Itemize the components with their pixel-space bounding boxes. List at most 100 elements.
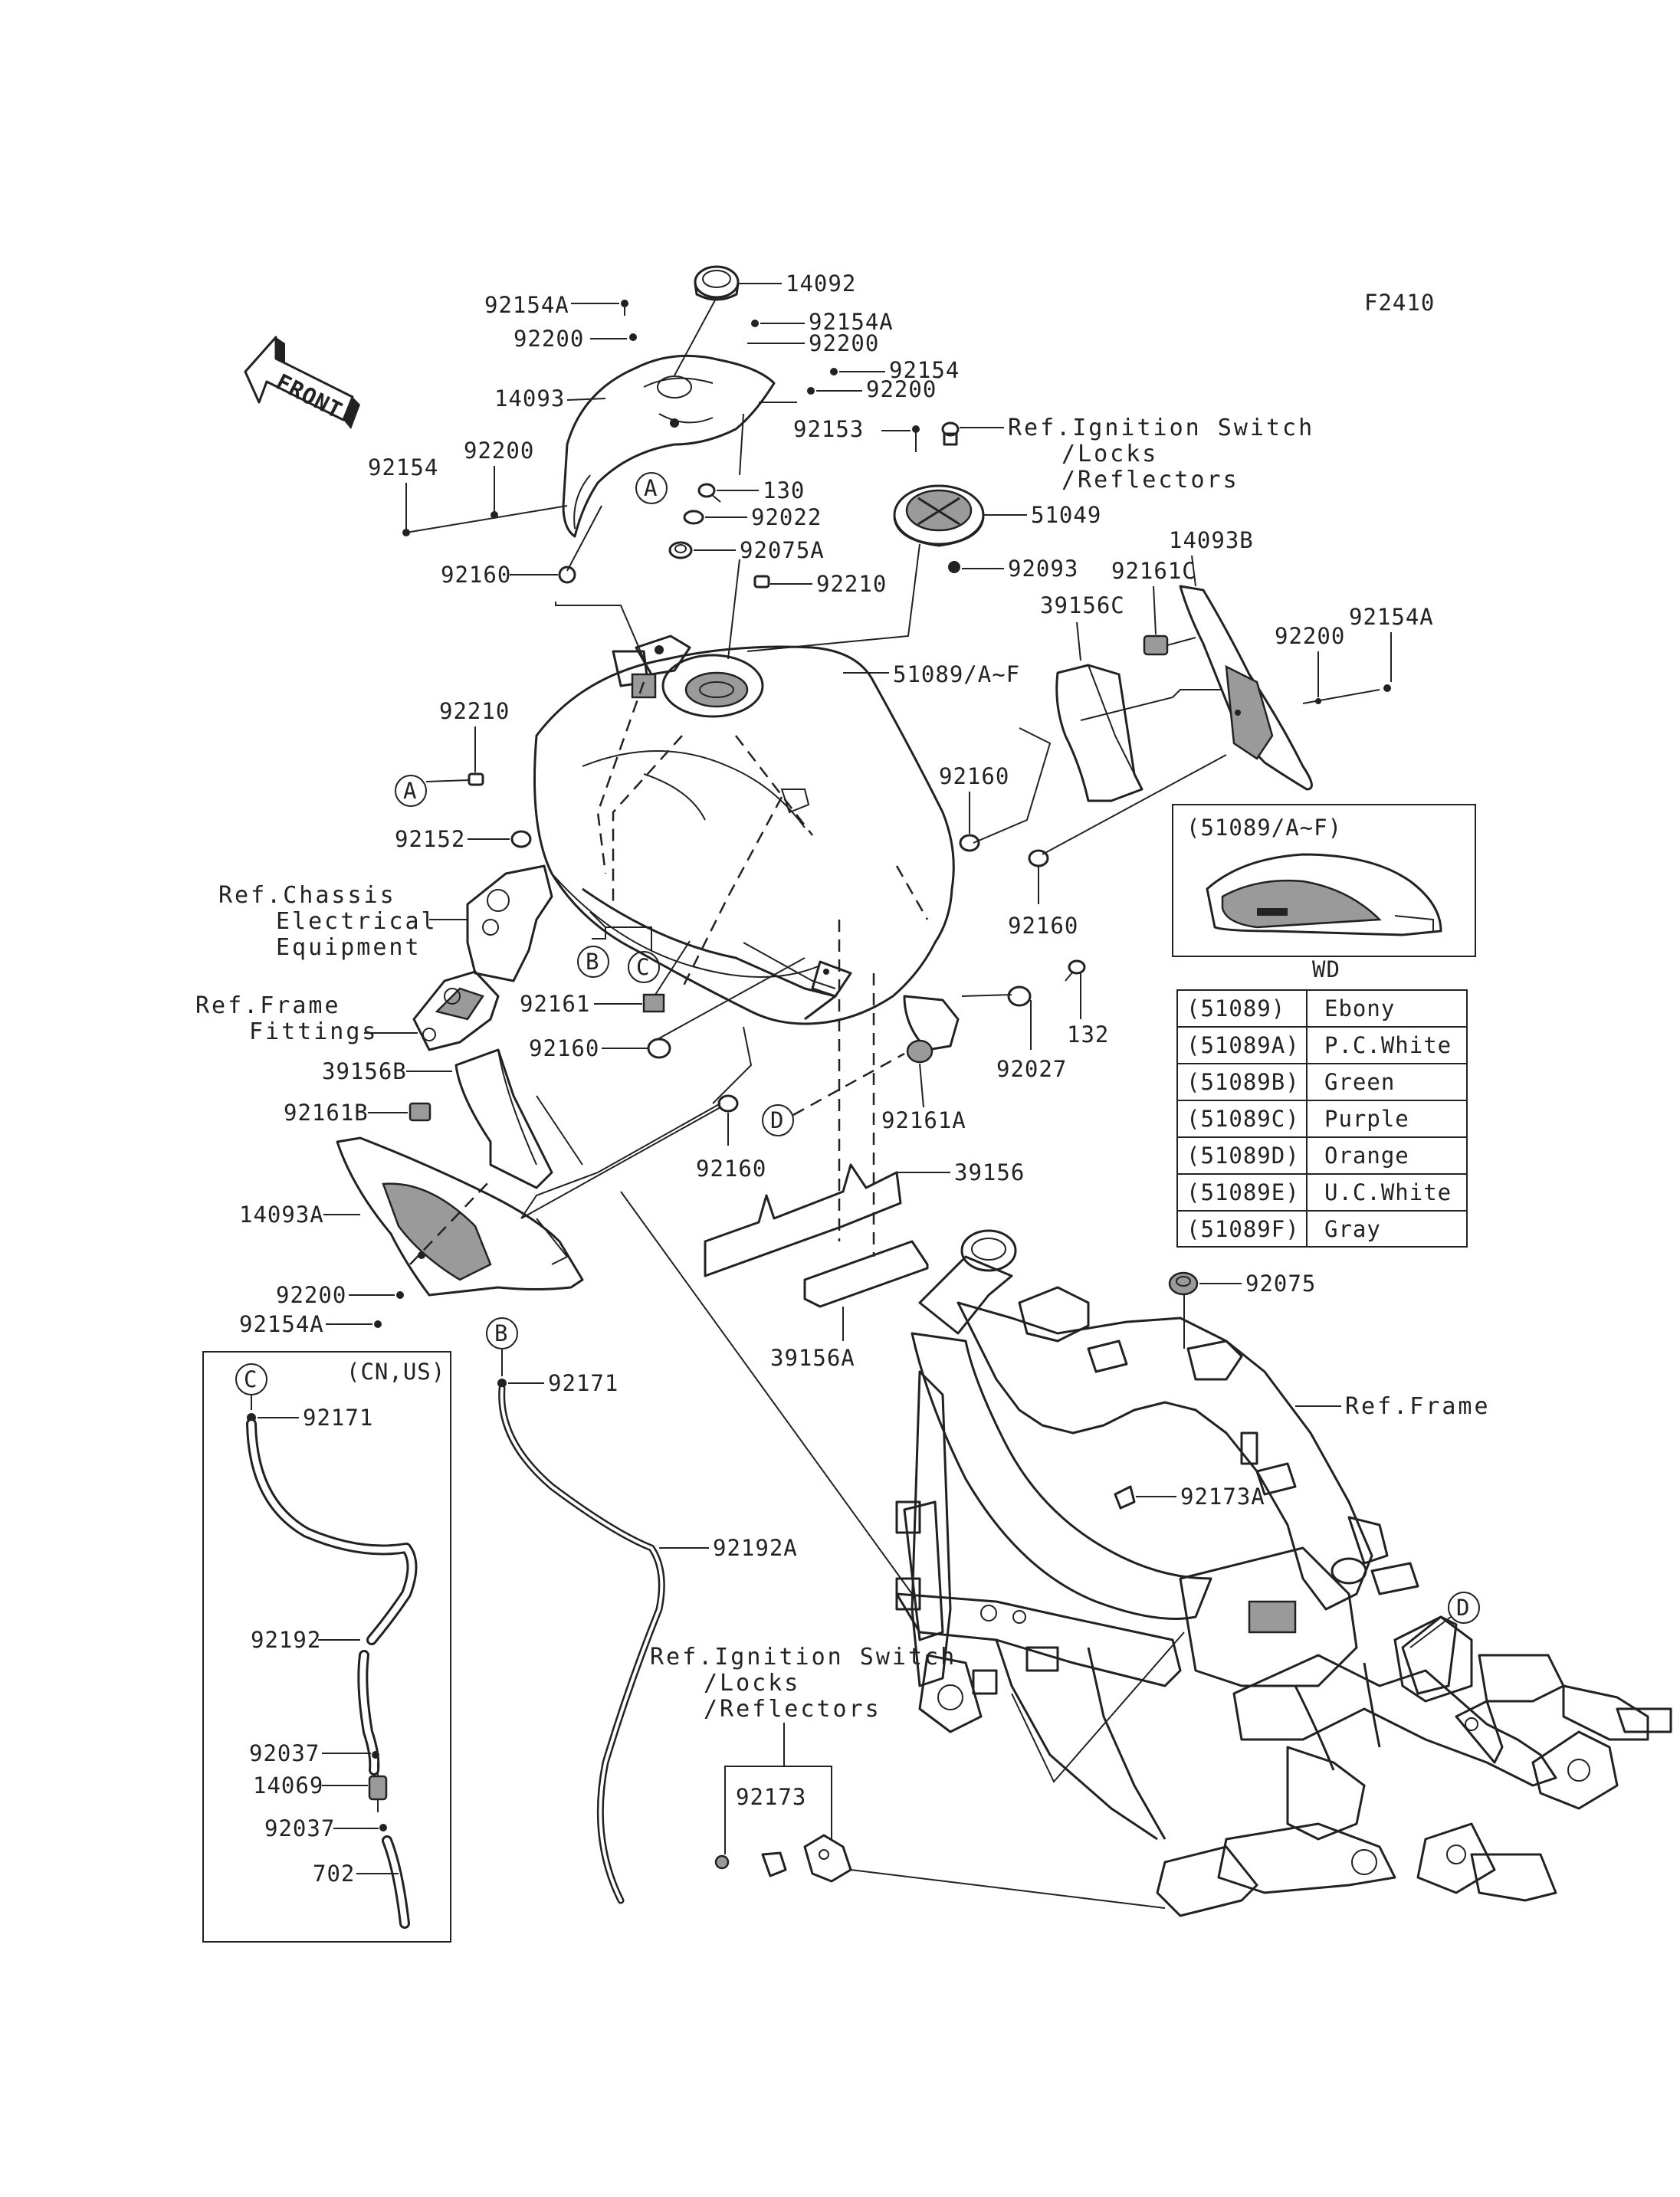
label-92192: 92192 — [251, 1627, 321, 1653]
inset-tank-illustration — [1206, 853, 1442, 936]
label-14092: 14092 — [786, 271, 856, 297]
label-92152: 92152 — [395, 826, 465, 852]
color-table-color-5: U.C.White — [1324, 1179, 1452, 1205]
washer-92200-4 — [491, 511, 498, 519]
label-92200-3: 92200 — [866, 376, 937, 402]
color-table-part-1: (51089A) — [1186, 1032, 1300, 1058]
damper-92161A — [906, 1039, 934, 1064]
side-cover-14093A — [336, 1136, 584, 1297]
label-130: 130 — [763, 477, 805, 503]
label-92160-5: 92160 — [696, 1156, 766, 1182]
ref-ignition-bottom-2: /Locks — [704, 1670, 800, 1697]
cn-us-label: (CN,US) — [346, 1359, 445, 1385]
ref-ignition-top-1: Ref.Ignition Switch — [1008, 415, 1314, 441]
callout-d-frame-label: D — [1456, 1595, 1470, 1621]
screw-92154A-4 — [374, 1320, 382, 1328]
label-92160-3: 92160 — [529, 1035, 599, 1061]
ref-chassis-1: Ref.Chassis — [218, 882, 396, 909]
ref-chassis-2: Electrical — [276, 908, 438, 935]
inset-caption: WD — [1312, 956, 1340, 982]
pad-39156C — [1055, 664, 1144, 802]
label-92153: 92153 — [793, 416, 864, 442]
label-92200-5: 92200 — [1275, 623, 1345, 649]
washer-92200-6 — [396, 1291, 404, 1299]
label-92154-1: 92154 — [889, 357, 960, 383]
label-92154A-2: 92154A — [809, 309, 894, 335]
key-cylinder-ref — [941, 421, 960, 446]
screw-92154-1 — [830, 368, 838, 375]
color-table-part-5: (51089E) — [1186, 1179, 1300, 1205]
label-14093A: 14093A — [239, 1202, 324, 1228]
callout-d-frame — [1448, 1592, 1480, 1624]
grommet-92160-1 — [558, 566, 576, 584]
label-92192A: 92192A — [713, 1535, 798, 1561]
pad-39156 — [704, 1163, 902, 1277]
ref-ignition-top-3: /Reflectors — [1061, 467, 1239, 494]
label-92210-1: 92210 — [816, 571, 887, 597]
label-51089AF: 51089/A~F — [893, 661, 1020, 687]
label-92154A-3: 92154A — [1349, 604, 1434, 630]
diagram-code: F2410 — [1364, 290, 1435, 316]
ref-ignition-top-2: /Locks — [1061, 441, 1158, 467]
fuel-tank-51089 — [533, 635, 960, 1051]
label-14093: 14093 — [494, 385, 565, 412]
color-table-part-2: (51089B) — [1186, 1069, 1300, 1095]
label-39156A: 39156A — [770, 1345, 855, 1371]
color-table-color-0: Ebony — [1324, 995, 1395, 1021]
clamp-92173A — [1114, 1485, 1136, 1510]
callout-b-tank — [577, 946, 609, 978]
ref-frame: Ref.Frame — [1345, 1393, 1491, 1420]
chassis-electrical-bracket — [466, 864, 553, 982]
label-92161: 92161 — [520, 991, 590, 1017]
bolt-132 — [1065, 959, 1086, 982]
washer-92200-3 — [807, 387, 815, 395]
clamp-92171-2 — [497, 1379, 507, 1388]
side-cover-14093B — [1179, 585, 1313, 791]
front-label: FRONT — [272, 369, 347, 424]
inset-title: (51089/A~F) — [1186, 815, 1342, 841]
callout-c-box-label: C — [244, 1366, 258, 1392]
washer-92152 — [510, 830, 532, 848]
callout-b-hose-label: B — [494, 1320, 508, 1346]
damper-92210-1 — [753, 575, 770, 589]
hose-702 — [382, 1835, 410, 1929]
fuel-filter-14069 — [368, 1763, 388, 1812]
label-39156B: 39156B — [322, 1058, 407, 1084]
grommet-92160-2 — [959, 834, 980, 852]
color-table-part-0: (51089) — [1186, 995, 1285, 1021]
ref-frame-fittings-2: Fittings — [249, 1018, 379, 1045]
fuel-cap-14092 — [694, 265, 740, 301]
front-arrow-icon: FRONT — [244, 336, 360, 429]
ref-ignition-bottom-3: /Reflectors — [704, 1696, 881, 1723]
label-92037-1: 92037 — [249, 1740, 320, 1766]
label-92210-2: 92210 — [439, 698, 510, 724]
fuel-cap-51049 — [893, 484, 985, 547]
pad-39156B — [454, 1048, 553, 1189]
label-92160-4: 92160 — [1008, 913, 1078, 939]
screw-92154A-2 — [751, 320, 759, 327]
callout-a-top — [635, 472, 668, 504]
washer-92022 — [683, 510, 704, 525]
label-92093: 92093 — [1008, 556, 1078, 582]
damper-92161 — [642, 993, 665, 1013]
label-14093B: 14093B — [1169, 527, 1254, 553]
label-92154-2: 92154 — [368, 454, 438, 480]
color-table-color-6: Gray — [1324, 1216, 1381, 1242]
callout-d-tank — [762, 1104, 794, 1136]
label-51049: 51049 — [1031, 502, 1101, 528]
label-92200-2: 92200 — [809, 330, 879, 356]
label-92154A-1: 92154A — [484, 292, 569, 318]
color-table-color-3: Purple — [1324, 1106, 1409, 1132]
grommet-92075A — [668, 541, 693, 559]
label-92037-2: 92037 — [264, 1815, 335, 1841]
callout-c-tank — [628, 951, 660, 983]
label-92154A-4: 92154A — [239, 1311, 324, 1337]
label-92027: 92027 — [996, 1056, 1067, 1082]
callout-b-tank-label: B — [586, 949, 599, 975]
damper-92161C — [1143, 635, 1196, 656]
clamp-92037-1 — [372, 1751, 379, 1759]
color-table-color-2: Green — [1324, 1069, 1395, 1095]
label-92161B: 92161B — [284, 1100, 369, 1126]
label-92022: 92022 — [751, 504, 822, 530]
